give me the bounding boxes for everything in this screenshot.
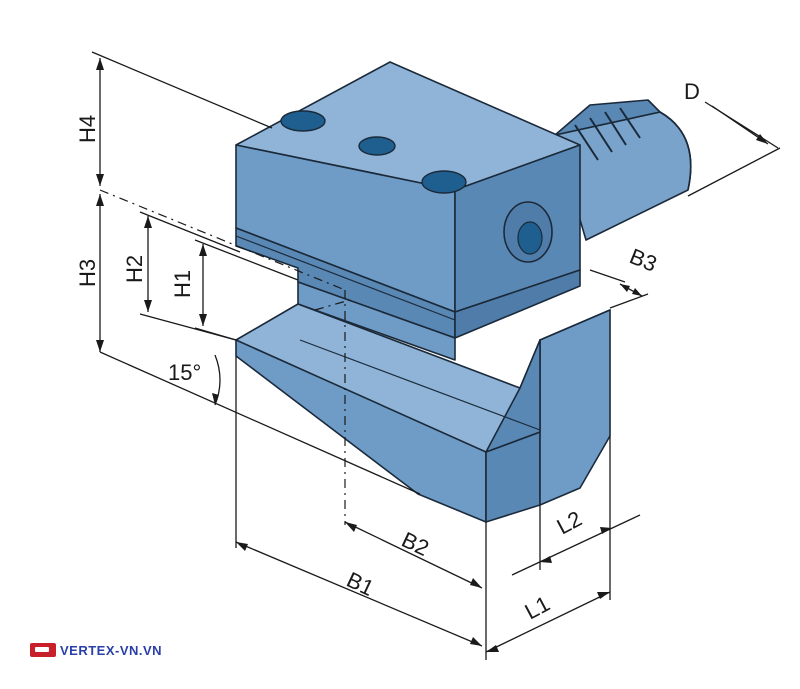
neck: [297, 281, 456, 361]
dim-l2: L2: [511, 505, 641, 576]
lower-block: [235, 281, 611, 523]
top-hole-2-icon: [358, 136, 396, 156]
watermark-logo: VERTEX-VN.VN: [30, 640, 162, 660]
dim-angle: 15°: [99, 351, 421, 495]
shank: [554, 99, 692, 241]
dim-b3: B3: [589, 243, 660, 309]
label-b3: B3: [626, 243, 660, 276]
dim-h1: H1: [170, 239, 299, 341]
side-bore-inner-icon: [517, 221, 543, 255]
dim-h4: H4: [75, 51, 273, 186]
label-h2: H2: [122, 255, 147, 283]
groove-right: [454, 269, 581, 339]
jaw-front: [235, 339, 487, 523]
truck-logo-icon: [30, 643, 56, 657]
jaw-step: [485, 339, 541, 453]
label-b2: B2: [398, 527, 433, 561]
label-d: D: [684, 79, 700, 104]
shank-end: [659, 111, 692, 191]
label-h1: H1: [170, 270, 195, 298]
label-b1: B1: [343, 567, 378, 601]
dim-h3: H3: [75, 194, 104, 352]
label-l1: L1: [521, 591, 554, 625]
dim-d: D: [684, 79, 781, 197]
top-hole-1-icon: [280, 110, 326, 132]
shank-serration: [574, 107, 641, 161]
label-h4: H4: [75, 115, 100, 143]
watermark-text: VERTEX-VN.VN: [60, 642, 163, 658]
upper-block: [235, 61, 581, 313]
center-lines: [99, 189, 351, 525]
label-l2: L2: [553, 506, 586, 540]
jaw-right: [539, 309, 611, 506]
label-angle: 15°: [168, 360, 201, 385]
top-hole-3-icon: [421, 170, 467, 194]
label-h3: H3: [75, 259, 100, 287]
